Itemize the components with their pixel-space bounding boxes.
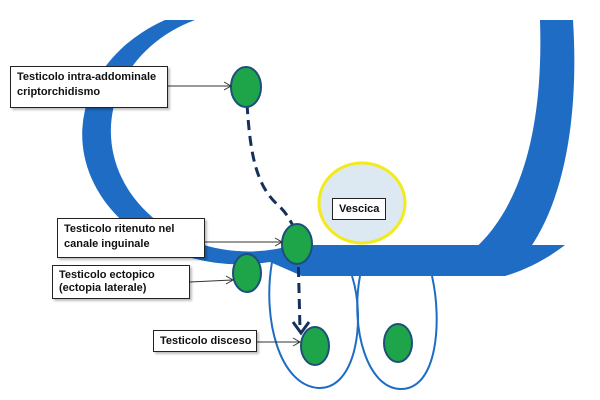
- label-inguinal-line1: Testicolo ritenuto nel: [64, 223, 175, 235]
- arrowhead-ectopic: [225, 275, 235, 285]
- testicle-contralateral: [383, 323, 413, 363]
- label-ectopic-line1: Testicolo ectopico: [59, 269, 155, 281]
- arrow-ectopic: [189, 279, 233, 283]
- testicle-ectopic: [232, 253, 262, 293]
- label-ectopic: Testicolo ectopico (ectopia laterale): [52, 265, 190, 299]
- scrotum-right-outline: [356, 275, 438, 391]
- label-bladder: Vescica: [332, 198, 387, 220]
- label-intra-abdominal-line1: Testicolo intra-addominale: [17, 71, 157, 83]
- label-intra-abdominal-line2: criptorchidismo: [17, 86, 101, 98]
- label-ectopic-line2: (ectopia laterale): [59, 282, 147, 294]
- testicle-descended: [300, 326, 330, 366]
- testicle-intra-abdominal: [230, 66, 262, 108]
- label-intra-abdominal: Testicolo intra-addominale criptorchidis…: [10, 66, 168, 108]
- label-inguinal: Testicolo ritenuto nel canale inguinale: [57, 218, 205, 258]
- descent-arrowhead: [291, 321, 311, 336]
- abdominal-wall-arc-right: [430, 20, 575, 276]
- label-descended-line1: Testicolo disceso: [160, 335, 252, 347]
- label-descended: Testicolo disceso: [153, 330, 257, 352]
- arrowhead-intra-abdominal: [223, 81, 233, 91]
- arrowhead-descended: [292, 337, 302, 347]
- testicle-inguinal: [281, 223, 313, 265]
- arrowhead-inguinal: [274, 237, 284, 247]
- label-inguinal-line2: canale inguinale: [64, 238, 150, 250]
- scrotum-left-outline: [268, 261, 359, 390]
- descent-path: [245, 103, 302, 331]
